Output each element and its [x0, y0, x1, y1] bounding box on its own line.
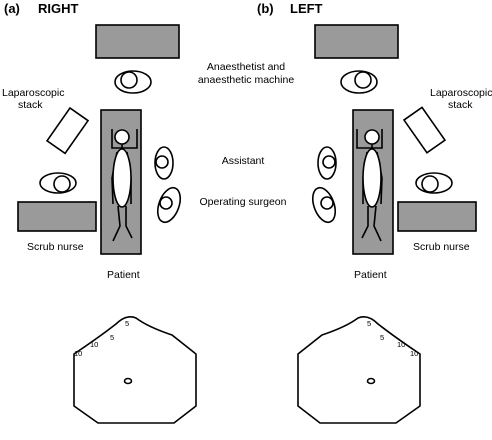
operating-surgeon-label: Operating surgeon	[200, 196, 287, 208]
port-left-1: 5	[367, 319, 371, 328]
panel-right-title: RIGHT	[38, 1, 79, 16]
abdomen-right	[73, 316, 197, 424]
panel-right: (a) RIGHT Laparoscopic stack	[2, 1, 197, 424]
scrub-nurse-figure-right	[39, 172, 77, 194]
port-right-1: 5	[125, 319, 129, 328]
head-rest-right	[111, 129, 138, 149]
patient-figure-right	[111, 129, 133, 242]
assistant-left	[317, 146, 337, 180]
scrub-nurse-left-label: Scrub nurse	[413, 241, 470, 253]
anaesthetist-right	[114, 70, 152, 94]
laparoscopic-stack-left	[402, 106, 447, 154]
port-left-3: 10	[397, 340, 405, 349]
lap-stack-left-line2: stack	[448, 99, 473, 111]
lap-stack-right-line1: Laparoscopic	[2, 87, 64, 99]
anaesthetist-label-line1: Anaesthetist and	[207, 61, 285, 73]
port-right-3: 10	[90, 340, 98, 349]
anaesthetist-label-line2: anaesthetic machine	[198, 74, 294, 86]
anaesthetic-machine-left	[314, 24, 399, 59]
scrub-nurse-right-label: Scrub nurse	[27, 241, 84, 253]
middle-labels: Anaesthetist and anaesthetic machine Ass…	[198, 61, 294, 208]
scrub-trolley-right	[17, 201, 97, 232]
scrub-trolley-left	[397, 201, 477, 232]
panel-right-letter: (a)	[4, 1, 20, 16]
scrub-nurse-figure-left	[415, 172, 453, 194]
port-right-2: 5	[110, 333, 114, 342]
operating-surgeon-left	[311, 186, 337, 224]
patient-figure-left	[361, 129, 383, 242]
head-rest-left	[356, 129, 383, 149]
operating-surgeon-right	[156, 186, 182, 224]
port-left-2: 5	[380, 333, 384, 342]
umbilicus-left	[366, 377, 376, 385]
anaesthetic-machine-right	[95, 24, 180, 59]
port-left-4: 10	[410, 349, 418, 358]
lap-stack-left-line1: Laparoscopic	[430, 87, 492, 99]
laparoscopic-stack-right	[45, 106, 90, 155]
panel-left-letter: (b)	[257, 1, 274, 16]
lap-stack-right-line2: stack	[18, 99, 43, 111]
abdomen-left	[297, 316, 421, 424]
assistant-label: Assistant	[222, 155, 265, 167]
patient-right-label: Patient	[107, 269, 140, 281]
patient-left-label: Patient	[354, 269, 387, 281]
panel-left: (b) LEFT Laparoscopic stack	[257, 1, 492, 424]
port-right-4: 10	[74, 349, 82, 358]
umbilicus-right	[123, 377, 133, 385]
panel-left-title: LEFT	[290, 1, 323, 16]
assistant-right	[154, 146, 174, 180]
anaesthetist-left	[340, 70, 378, 94]
